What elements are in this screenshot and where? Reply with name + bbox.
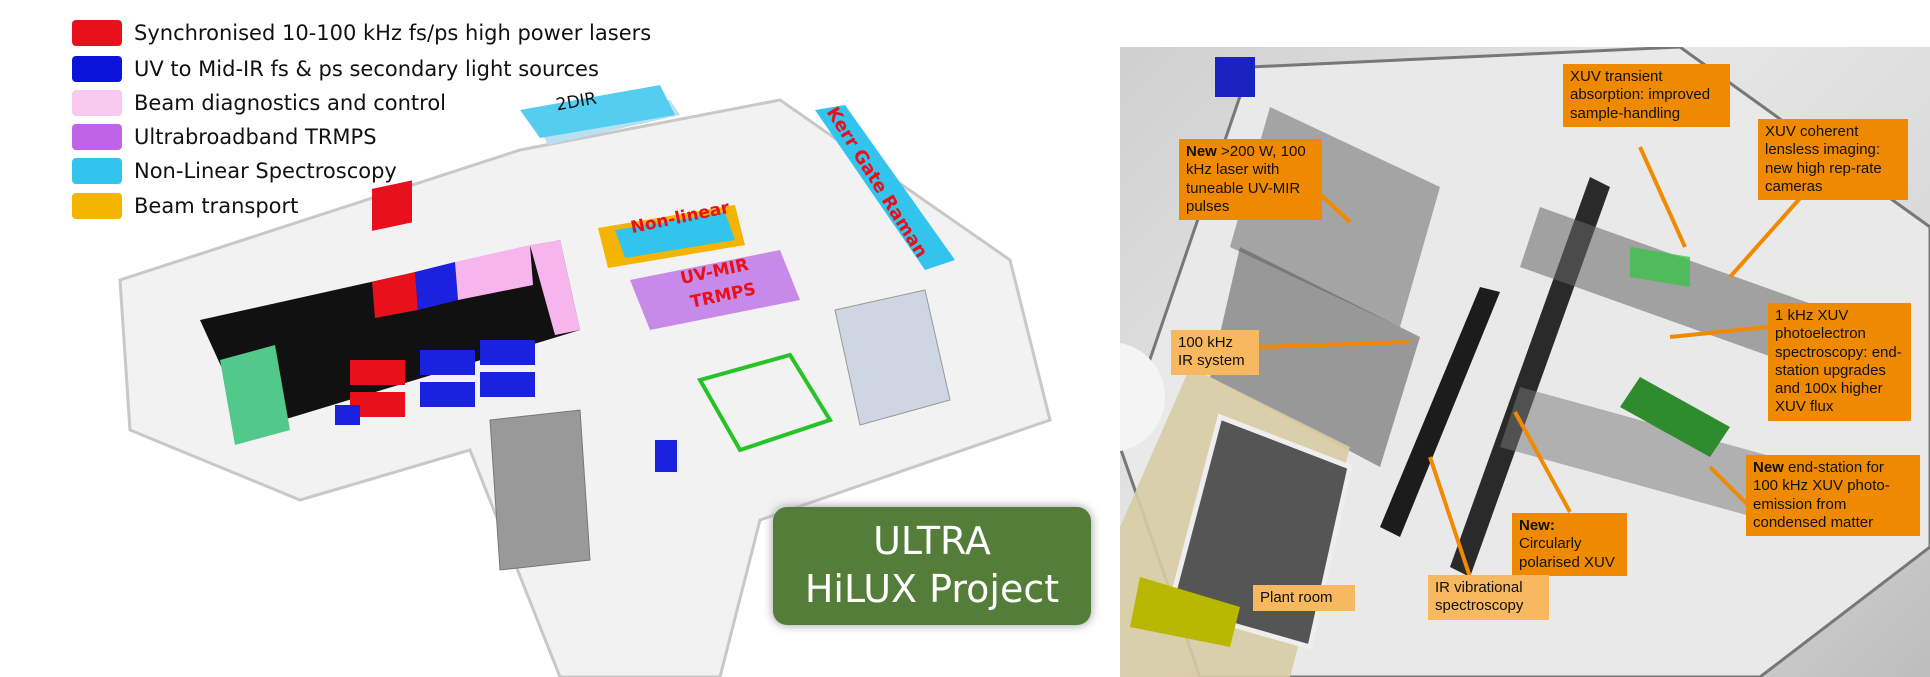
annotation-text: end-station for 100 kHz XUV photo-emissi… [1753,459,1890,531]
extreme-photonics-render: XUV transient absorption: improved sampl… [1120,47,1930,677]
legend-item: Synchronised 10-100 kHz fs/ps high power… [72,20,651,46]
legend-label: Synchronised 10-100 kHz fs/ps high power… [134,21,652,45]
ultra-hilux-logo: ULTRA HiLUX Project [773,507,1091,625]
annotation-text: >200 W, 100 kHz laser with tuneable UV-M… [1186,143,1306,215]
legend-item: Ultrabroadband TRMPS [72,124,377,150]
annotation-photoelectron-spectroscopy: 1 kHz XUV photoelectron spectroscopy: en… [1768,303,1911,421]
annotation-circularly-polarised-xuv: New: Circularly polarised XUV [1512,513,1627,576]
logo-line-1: ULTRA [873,519,991,563]
legend-swatch [72,158,122,184]
annotation-plant-room: Plant room [1253,585,1355,612]
legend-swatch [72,90,122,116]
annotation-xuv-transient-absorption: XUV transient absorption: improved sampl… [1563,64,1730,127]
new-tag: New [1186,143,1217,160]
legend-label: UV to Mid-IR fs & ps secondary light sou… [134,57,599,81]
legend-item: Beam transport [72,193,298,219]
new-tag: New [1753,459,1784,476]
new-tag: New: [1519,517,1555,534]
legend-label: Beam transport [134,194,299,218]
annotation-new-laser: New >200 W, 100 kHz laser with tuneable … [1179,139,1322,221]
annotation-new-end-station: New end-station for 100 kHz XUV photo-em… [1746,455,1920,537]
legend-label: Beam diagnostics and control [134,91,446,115]
legend-swatch [72,56,122,82]
legend-item: UV to Mid-IR fs & ps secondary light sou… [72,56,599,82]
legend-item: Non-Linear Spectroscopy [72,158,397,184]
legend-swatch [72,124,122,150]
ultra-hilux-3d-layout: Synchronised 10-100 kHz fs/ps high power… [72,20,1091,677]
annotation-ir-system: 100 kHz IR system [1171,330,1259,375]
lab-floorplan-render [118,85,1052,677]
logo-line-2: HiLUX Project [804,567,1060,611]
annotation-text: Circularly polarised XUV [1519,535,1615,571]
annotation-ir-vibrational-spectroscopy: IR vibrational spectroscopy [1428,575,1549,620]
legend-item: Beam diagnostics and control [72,90,446,116]
legend-swatch [72,20,122,46]
legend-swatch [72,193,122,219]
legend-label: Ultrabroadband TRMPS [134,125,377,149]
legend-label: Non-Linear Spectroscopy [134,159,397,183]
annotation-xuv-coherent-imaging: XUV coherent lensless imaging: new high … [1758,119,1908,201]
